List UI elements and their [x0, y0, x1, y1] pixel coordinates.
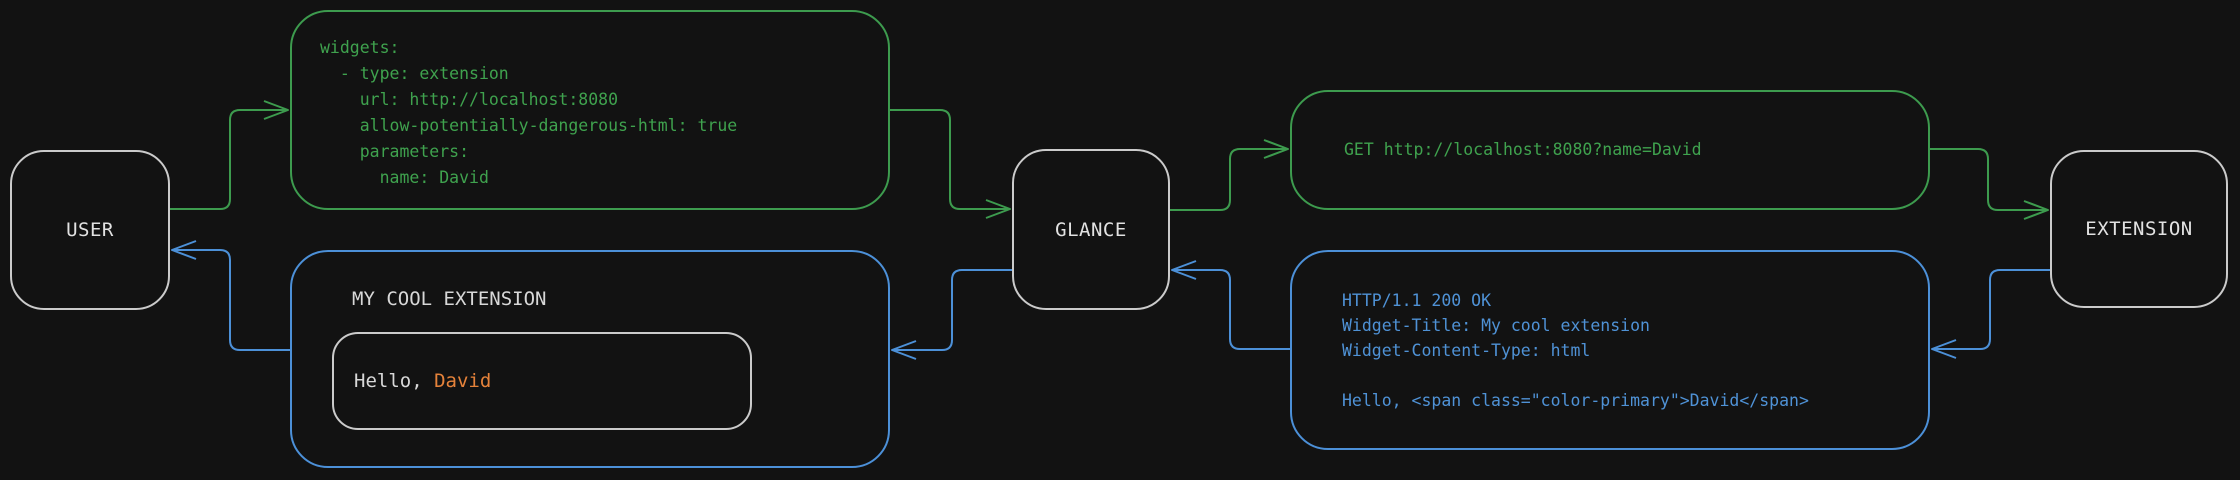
config-line: parameters:: [320, 142, 470, 161]
config-line: - type: extension: [320, 64, 509, 83]
response-line: HTTP/1.1 200 OK: [1342, 290, 1492, 310]
node-glance: GLANCE: [1012, 149, 1170, 310]
arrow-line-response-to-glance: [1173, 269, 1290, 350]
widget-title: MY COOL EXTENSION: [352, 288, 547, 310]
config-line: allow-potentially-dangerous-html: true: [320, 116, 738, 135]
config-yaml-box: widgets: - type: extension url: http://l…: [290, 10, 890, 210]
node-user: USER: [10, 150, 170, 310]
widget-preview-box: Hello, David: [332, 332, 752, 430]
node-glance-label: GLANCE: [1055, 218, 1127, 241]
arrowhead-extension-to-response: [1931, 339, 1957, 359]
response-line: Widget-Title: My cool extension: [1342, 315, 1650, 335]
http-response-box: HTTP/1.1 200 OK Widget-Title: My cool ex…: [1290, 250, 1930, 450]
widget-name-text: David: [434, 370, 492, 392]
arrowhead-glance-to-request: [1263, 139, 1289, 159]
arrowhead-request-to-extension: [2023, 200, 2049, 220]
arrow-line-user-to-config: [170, 109, 287, 210]
arrow-line-glance-to-request: [1170, 148, 1287, 211]
config-line: url: http://localhost:8080: [320, 90, 619, 109]
arrow-line-glance-to-widget: [893, 269, 1012, 351]
response-line: Hello, <span class="color-primary">David…: [1342, 390, 1809, 410]
arrowhead-response-to-glance: [1171, 260, 1197, 280]
widget-render-box: MY COOL EXTENSION Hello, David: [290, 250, 890, 468]
arrow-line-widget-to-user: [173, 249, 290, 351]
response-line: Widget-Content-Type: html: [1342, 340, 1591, 360]
http-request-box: GET http://localhost:8080?name=David: [1290, 90, 1930, 210]
node-user-label: USER: [66, 219, 114, 241]
arrow-line-request-to-extension: [1930, 148, 2047, 211]
arrowhead-widget-to-user: [171, 240, 197, 260]
arrowhead-config-to-glance: [985, 199, 1011, 219]
node-extension-label: EXTENSION: [2085, 218, 2193, 240]
config-line: widgets:: [320, 38, 400, 57]
response-line: [1342, 363, 1928, 388]
arrowhead-glance-to-widget: [891, 340, 917, 360]
arrowhead-user-to-config: [263, 100, 289, 120]
config-line: name: David: [320, 168, 489, 187]
arrow-line-extension-to-response: [1933, 269, 2050, 350]
node-extension: EXTENSION: [2050, 150, 2228, 308]
widget-greeting-text: Hello,: [354, 370, 435, 392]
request-line: GET http://localhost:8080?name=David: [1344, 140, 1702, 159]
arrow-line-config-to-glance: [890, 109, 1009, 210]
